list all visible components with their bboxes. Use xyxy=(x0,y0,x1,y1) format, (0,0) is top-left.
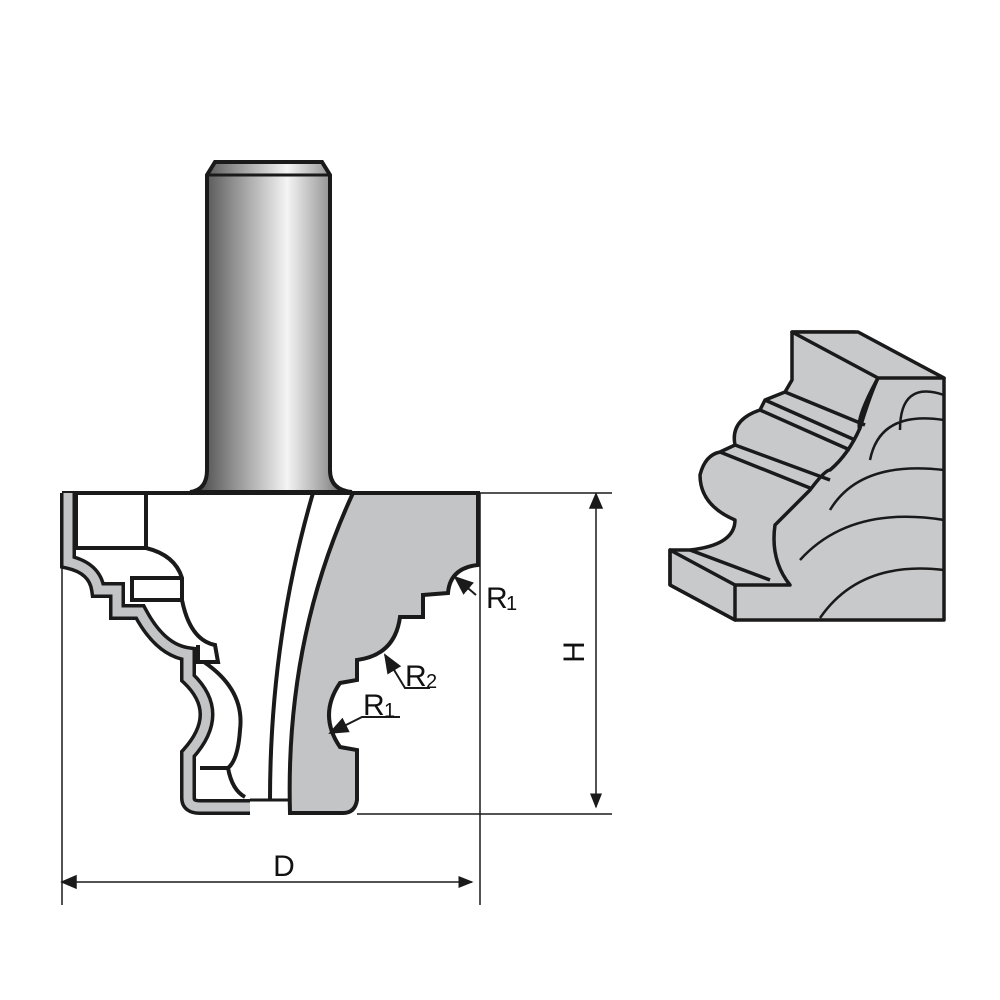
r1-bottom-label: R xyxy=(363,689,385,722)
radius-r1-top: R 1 xyxy=(453,575,517,615)
r1-top-subscript: 1 xyxy=(506,593,517,615)
molding-profile-sample xyxy=(668,330,946,622)
height-dimension xyxy=(357,492,612,815)
shank xyxy=(189,160,353,494)
r1-top-label: R xyxy=(486,582,508,615)
height-label: H xyxy=(558,641,591,663)
r1-bottom-subscript: 1 xyxy=(384,700,395,722)
diameter-dimension xyxy=(60,493,481,905)
r2-label: R xyxy=(405,660,427,693)
radius-r2: R 2 xyxy=(383,653,437,693)
radius-r1-bottom: R 1 xyxy=(328,689,400,734)
blade-edge xyxy=(268,492,315,801)
left-cutting-profile xyxy=(60,493,250,815)
diameter-label: D xyxy=(273,850,295,883)
right-cutting-profile xyxy=(287,491,480,815)
r2-subscript: 2 xyxy=(426,671,437,693)
